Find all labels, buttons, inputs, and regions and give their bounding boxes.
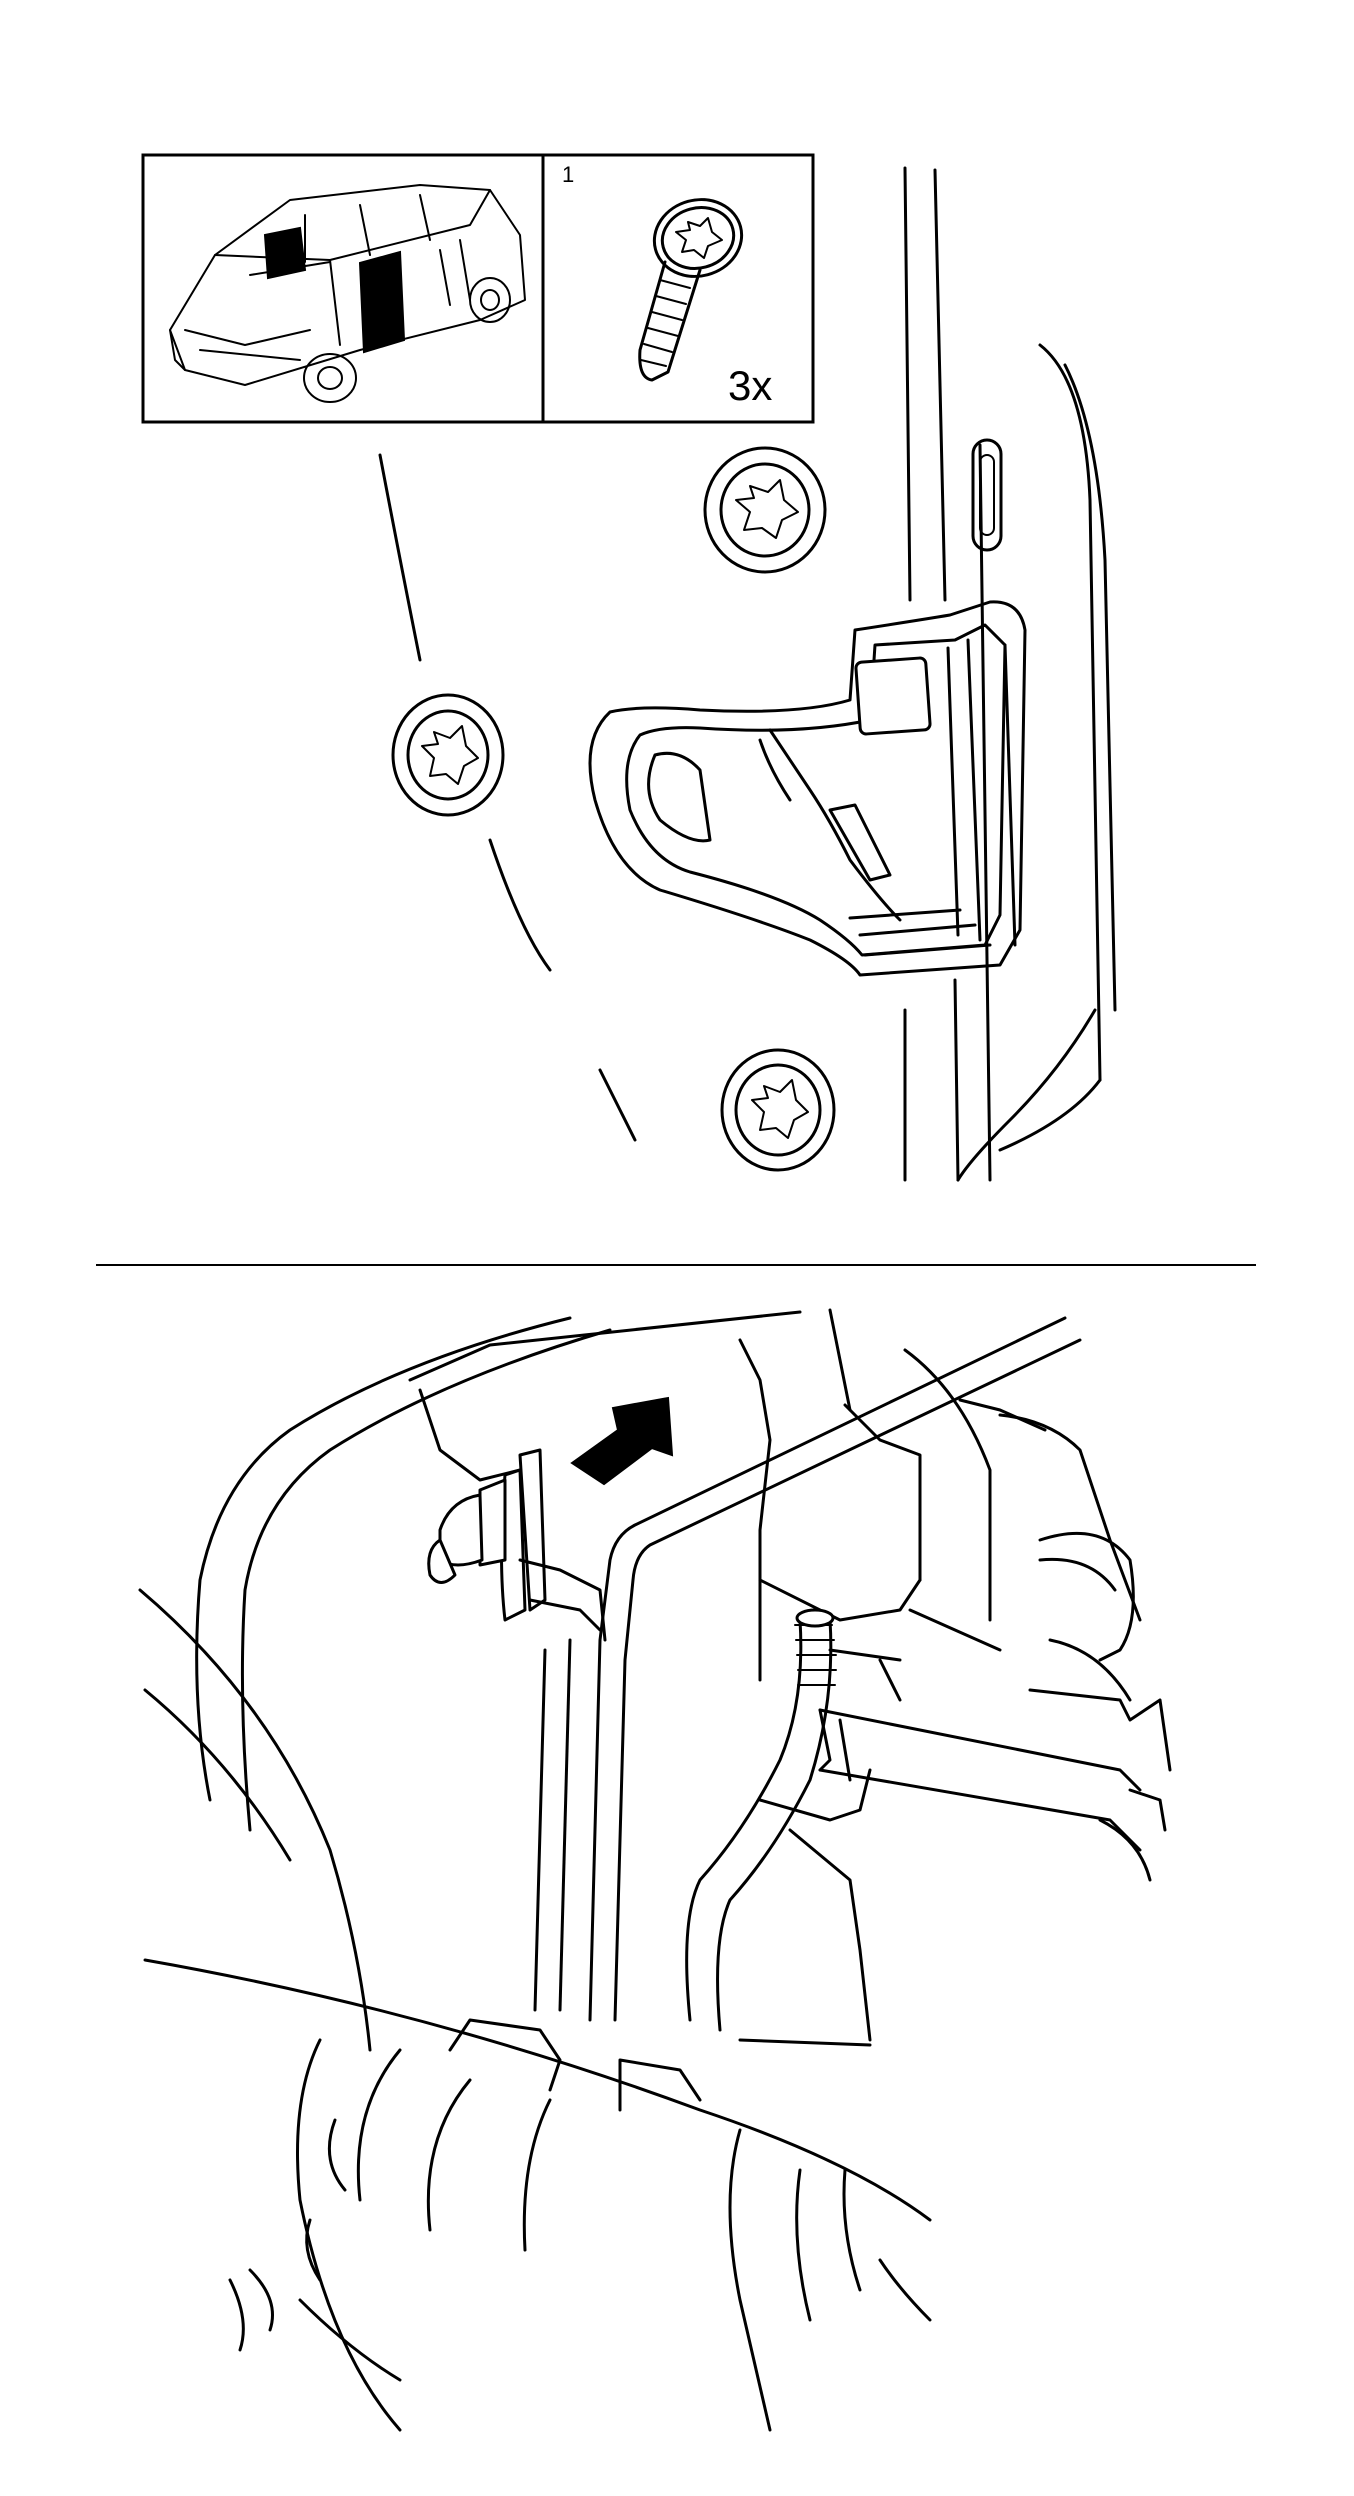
lock-rod [533, 1316, 1082, 2022]
door-frame-lines [378, 166, 1117, 1182]
top-view-door-lock-striker: 1 3x [141, 153, 1117, 1182]
bottom-view-lock-rod-clip [138, 1308, 1172, 2432]
part-number-label: 1 [562, 162, 574, 187]
door-slot [971, 438, 1003, 552]
torx-bolt-upper [703, 446, 827, 574]
direction-arrow-icon [570, 1396, 674, 1486]
quantity-label: 3x [728, 362, 772, 409]
foreground-trim [138, 1588, 932, 2432]
bowden-cable [685, 1608, 837, 2032]
lock-assembly [738, 1338, 1172, 2047]
lock-rod-clip [427, 1448, 607, 1642]
torx-bolt-lower [720, 1048, 836, 1172]
torx-bolt-middle [391, 693, 505, 817]
door-inner-panel-contour [195, 1316, 572, 1802]
torx-screw-icon [638, 198, 744, 382]
vehicle-locator-icon [169, 184, 526, 403]
door-lock-plate [588, 600, 1027, 977]
inset-box [141, 153, 815, 424]
